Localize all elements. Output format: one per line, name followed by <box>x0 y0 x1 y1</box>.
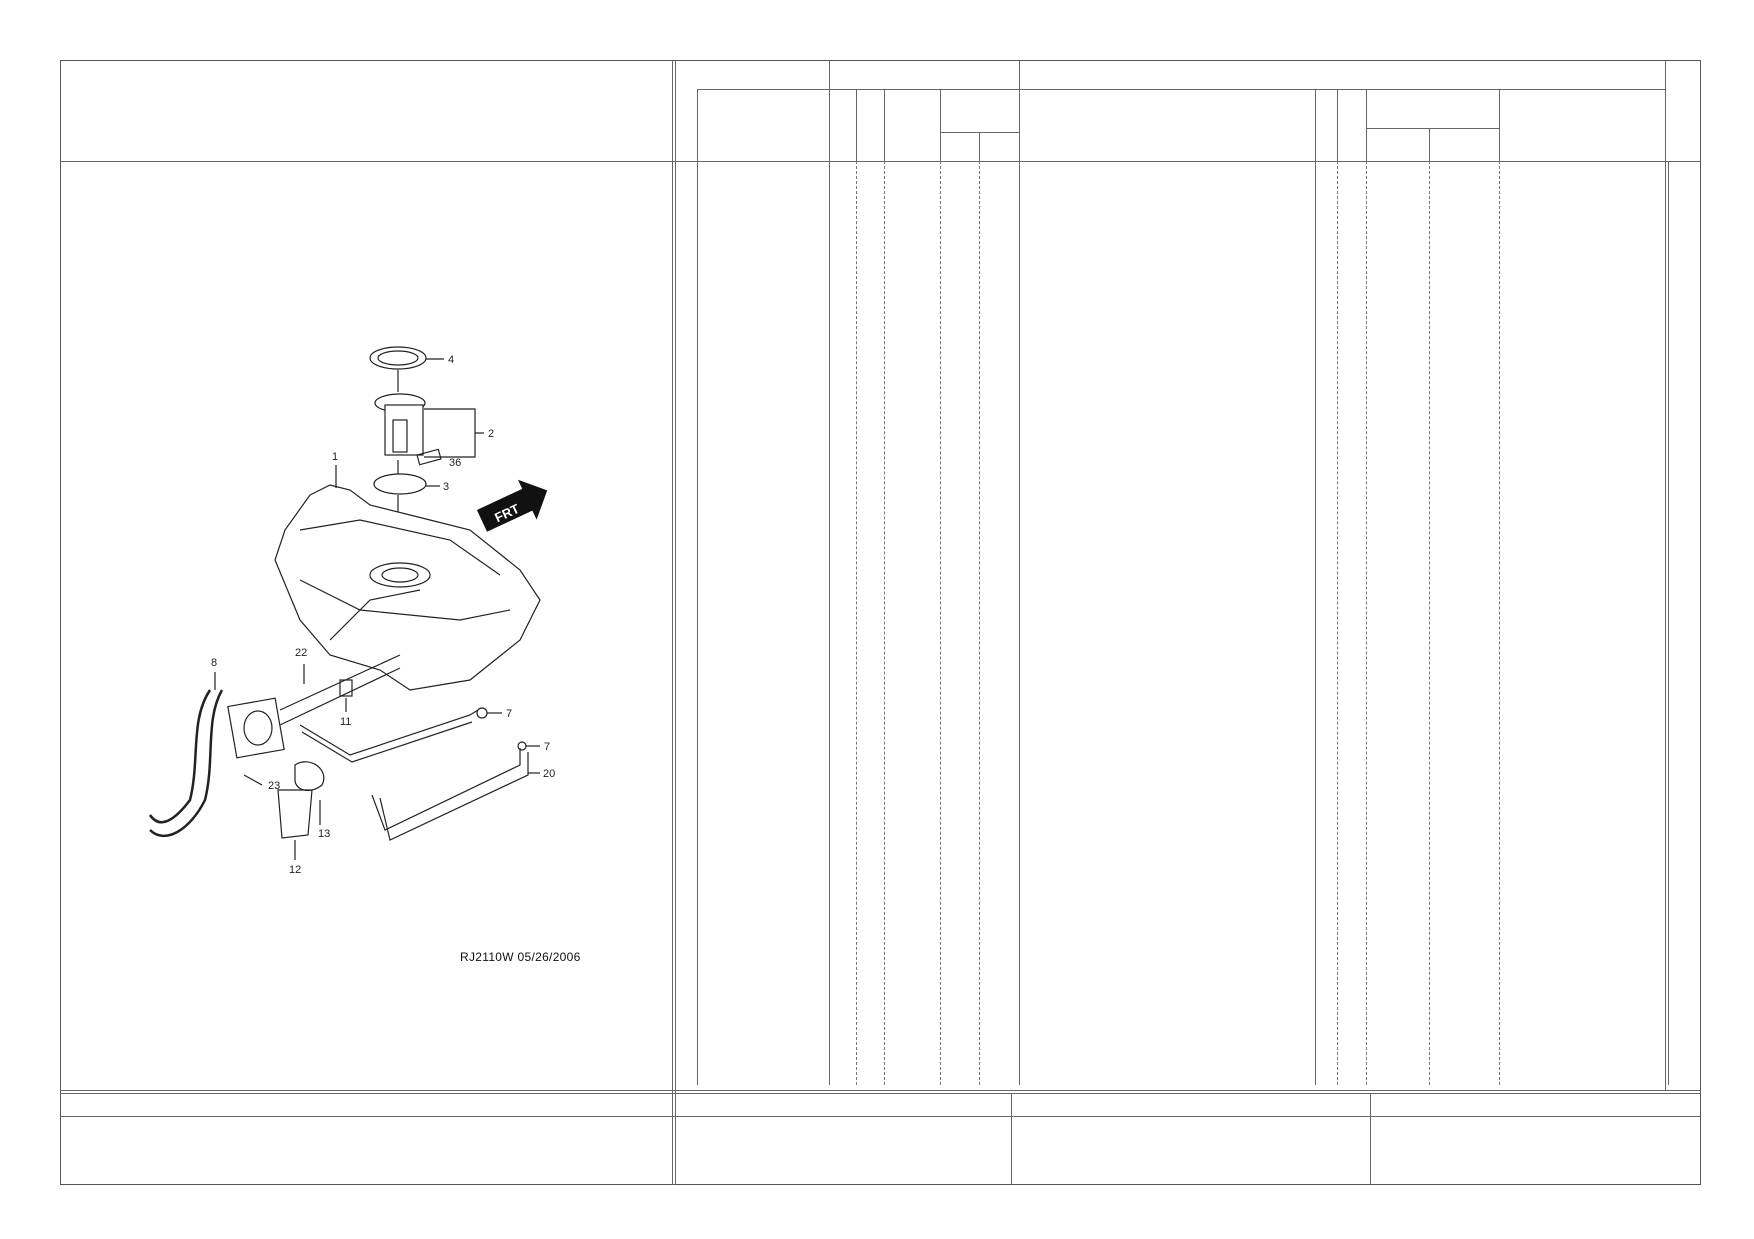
table-column-body <box>856 161 857 1085</box>
table-column <box>829 60 830 1085</box>
fuel-tank-diagram: FRT 1 2 3 4 7 7 8 11 12 13 20 22 23 36 <box>148 346 555 876</box>
footer-rule-mid <box>60 1116 1701 1117</box>
table-column <box>1366 89 1367 161</box>
callout-11: 11 <box>340 716 351 728</box>
callout-4: 4 <box>448 354 454 366</box>
header-rule <box>60 161 1701 162</box>
table-column-body <box>884 161 885 1085</box>
strap-part <box>299 709 479 756</box>
filler-neck-part <box>148 689 212 824</box>
table-column-body <box>979 161 980 1085</box>
panel-divider <box>675 60 676 1185</box>
table-column <box>979 132 980 161</box>
table-column <box>697 89 698 1085</box>
callout-3: 3 <box>443 481 449 493</box>
callout-12: 12 <box>289 864 301 876</box>
callout-8: 8 <box>211 657 217 669</box>
front-direction-arrow <box>476 479 548 532</box>
callout-20: 20 <box>543 768 555 780</box>
callout-7: 7 <box>506 708 512 720</box>
filler-housing-part <box>277 789 313 839</box>
table-column <box>1665 60 1666 1090</box>
table-column <box>1019 60 1020 1085</box>
callout-23: 23 <box>268 780 280 792</box>
sheet-frame <box>60 60 1701 1185</box>
callout-13: 13 <box>318 828 330 840</box>
footer-rule-top <box>60 1093 1701 1094</box>
table-column <box>1429 128 1430 161</box>
panel-divider <box>672 60 673 1185</box>
lock-ring-part <box>369 346 427 370</box>
callout-2: 2 <box>488 428 494 440</box>
fuel-tank-part <box>274 484 541 691</box>
callout-7b: 7 <box>544 741 550 753</box>
table-column-body <box>1337 161 1338 1085</box>
table-column-body <box>940 161 941 1085</box>
drawing-code: RJ2110W 05/26/2006 <box>460 950 581 964</box>
table-column <box>1668 161 1669 1085</box>
footer-rule-top <box>60 1090 1701 1091</box>
table-column <box>940 89 941 161</box>
footer-divider <box>1370 1093 1371 1185</box>
strap-part <box>371 748 521 831</box>
callout-36: 36 <box>449 457 461 469</box>
table-column-body <box>1429 161 1430 1085</box>
table-column <box>1337 89 1338 161</box>
footer-divider <box>1011 1093 1012 1185</box>
callout-22: 22 <box>295 647 307 659</box>
gasket-part <box>373 473 427 495</box>
table-column <box>856 89 857 161</box>
table-column <box>1499 89 1500 161</box>
table-column <box>884 89 885 161</box>
table-column <box>1315 89 1316 1085</box>
table-column-body <box>1366 161 1367 1085</box>
callout-1: 1 <box>332 451 338 463</box>
table-header-rule <box>697 89 1665 90</box>
table-column-body <box>1499 161 1500 1085</box>
clip-part <box>339 679 353 697</box>
table-header-rule <box>1366 128 1499 129</box>
